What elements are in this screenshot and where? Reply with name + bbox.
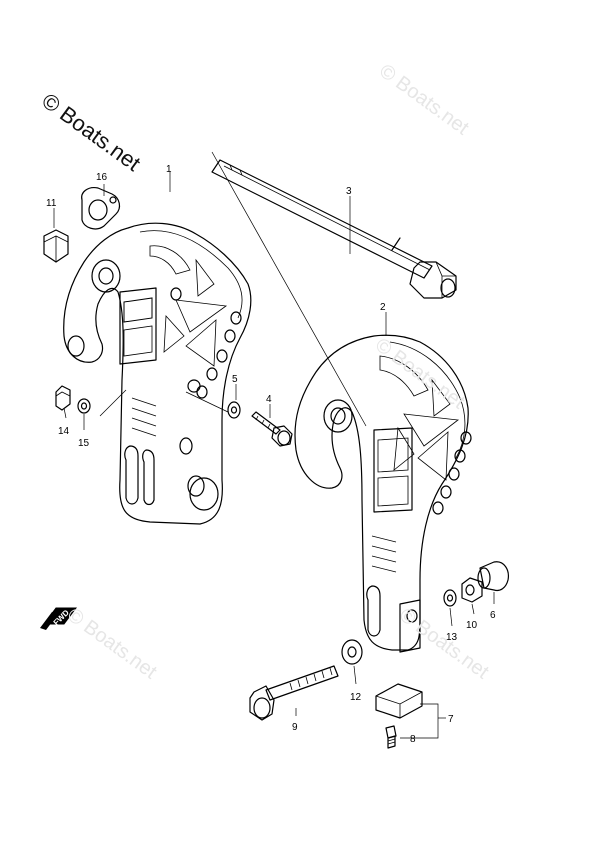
callout-14: 14 [58, 426, 70, 437]
callout-16: 16 [96, 172, 108, 183]
callout-4: 4 [266, 394, 272, 405]
reference-line [211, 151, 367, 427]
callout-3: 3 [346, 186, 352, 197]
clamp-bracket-part-1 [63, 222, 252, 525]
leader-lines [53, 172, 495, 739]
callout-11: 11 [46, 198, 57, 209]
callout-12: 12 [350, 692, 362, 703]
washer-part-12 [341, 639, 363, 665]
washer-part-13 [443, 589, 457, 607]
nut-part-10 [461, 577, 483, 603]
callout-labels: 1 2 3 4 5 6 7 8 9 10 11 12 13 14 15 16 [46, 164, 496, 745]
washer-part-15 [77, 398, 91, 414]
callout-10: 10 [466, 620, 478, 631]
cap-nut-part-14 [55, 385, 71, 411]
long-bolt-part-3 [211, 159, 457, 299]
callout-2: 2 [380, 302, 386, 313]
screw-part-8 [385, 725, 397, 749]
callout-13: 13 [446, 632, 458, 643]
callout-15: 15 [78, 438, 90, 449]
cap-part-6 [477, 561, 509, 592]
nut-part-11 [43, 229, 69, 263]
callout-7: 7 [448, 714, 454, 725]
plate-part-16 [81, 187, 121, 230]
clamp-bracket-part-2 [294, 334, 472, 653]
callout-9: 9 [292, 722, 298, 733]
washer-part-5 [227, 401, 241, 419]
callout-5: 5 [232, 374, 238, 385]
callout-1: 1 [166, 164, 172, 175]
callout-8: 8 [410, 734, 416, 745]
long-bolt-part-9 [249, 665, 339, 721]
clamp-pad-part-7 [375, 683, 423, 719]
short-bolt-part-4 [251, 411, 293, 447]
callout-6: 6 [490, 610, 496, 621]
